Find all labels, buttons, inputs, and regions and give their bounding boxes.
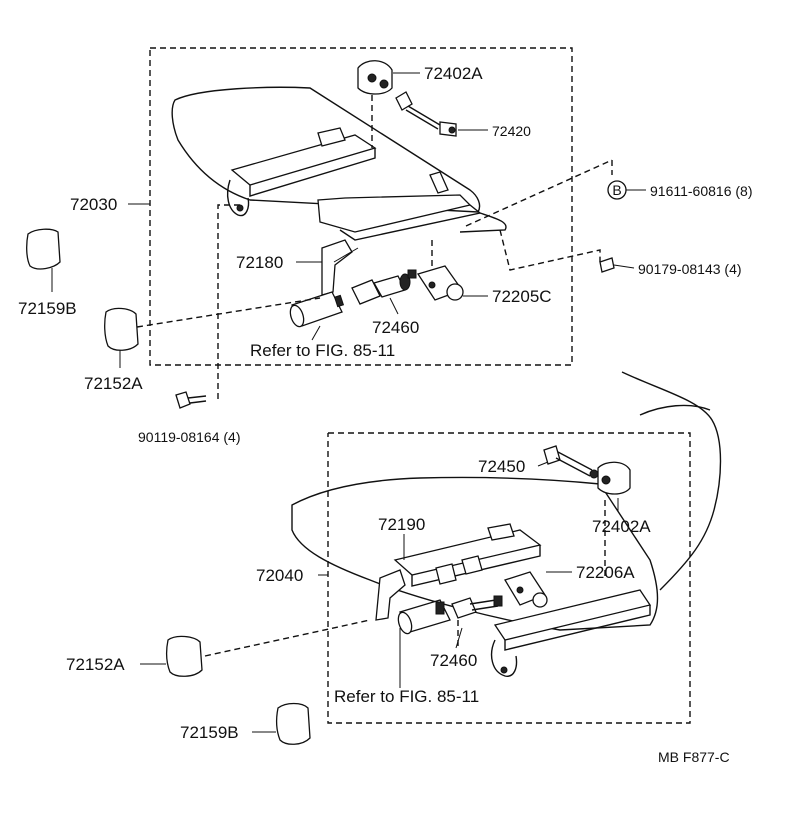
- lower-leaders: [140, 461, 619, 733]
- upper-assembly: [149, 47, 573, 366]
- lower-gearbox-72206a: [504, 571, 548, 608]
- label-72206a: 72206A: [576, 563, 635, 582]
- upper-left-rail: [226, 127, 377, 217]
- figure-code: MB F877-C: [658, 749, 730, 765]
- upper-right-rail: [317, 171, 507, 241]
- cover-72159b-bottom: [276, 702, 311, 745]
- upper-motor: [289, 291, 345, 328]
- bolt-91611: B: [607, 180, 627, 200]
- upper-leaders: [128, 72, 646, 400]
- label-90119-08164: 90119-08164 (4): [138, 429, 240, 445]
- lower-cable-72450: [543, 445, 599, 479]
- cover-72159b-top: [26, 228, 61, 270]
- upper-gearbox-72460: [351, 269, 417, 305]
- label-refer-top: Refer to FIG. 85-11: [250, 341, 395, 360]
- bolt-symbol: B: [612, 182, 621, 198]
- lower-assembly: [291, 371, 722, 724]
- upper-adjuster-72402a: [357, 60, 393, 95]
- label-72460-top: 72460: [372, 318, 419, 337]
- seat-back-outline: [621, 371, 722, 591]
- lower-gearbox-72460: [451, 595, 503, 619]
- label-72420: 72420: [492, 123, 531, 139]
- upper-boundary-box: [149, 47, 573, 366]
- upper-gearbox-72205c: [416, 265, 464, 301]
- lower-seat-cushion: [291, 476, 659, 631]
- label-91611-60816: 91611-60816 (8): [650, 183, 752, 199]
- label-72190: 72190: [378, 515, 425, 534]
- clip-90179: [599, 257, 615, 273]
- label-72402a-top: 72402A: [424, 64, 483, 83]
- lower-boundary-box: [327, 432, 691, 724]
- cover-72152a-top: [104, 307, 139, 351]
- label-72450: 72450: [478, 457, 525, 476]
- lower-adjuster-72402a: [597, 461, 631, 495]
- label-72402a-bottom: 72402A: [592, 517, 651, 536]
- label-refer-bottom: Refer to FIG. 85-11: [334, 687, 479, 706]
- label-72460-bottom: 72460: [430, 651, 477, 670]
- label-72152a-bottom: 72152A: [66, 655, 125, 674]
- label-72205c: 72205C: [492, 287, 552, 306]
- label-72159b-bottom: 72159B: [180, 723, 239, 742]
- upper-bracket-72180: [321, 239, 353, 296]
- cover-72152a-bottom: [166, 635, 203, 677]
- label-72159b-top: 72159B: [18, 299, 77, 318]
- lower-bracket-72190: [375, 569, 406, 621]
- lower-motor: [397, 599, 451, 635]
- lower-right-rail: [490, 589, 652, 677]
- lower-left-rail: [393, 523, 542, 587]
- label-72152a-top: 72152A: [84, 374, 143, 393]
- label-72030: 72030: [70, 195, 117, 214]
- label-90179-08143: 90179-08143 (4): [638, 261, 742, 277]
- label-72040: 72040: [256, 566, 303, 585]
- label-72180: 72180: [236, 253, 283, 272]
- screw-90119: [175, 391, 207, 409]
- callout-labels: 72402A 72420 91611-60816 (8) 72030 72180…: [18, 64, 752, 765]
- upper-cable-72420: [395, 91, 457, 137]
